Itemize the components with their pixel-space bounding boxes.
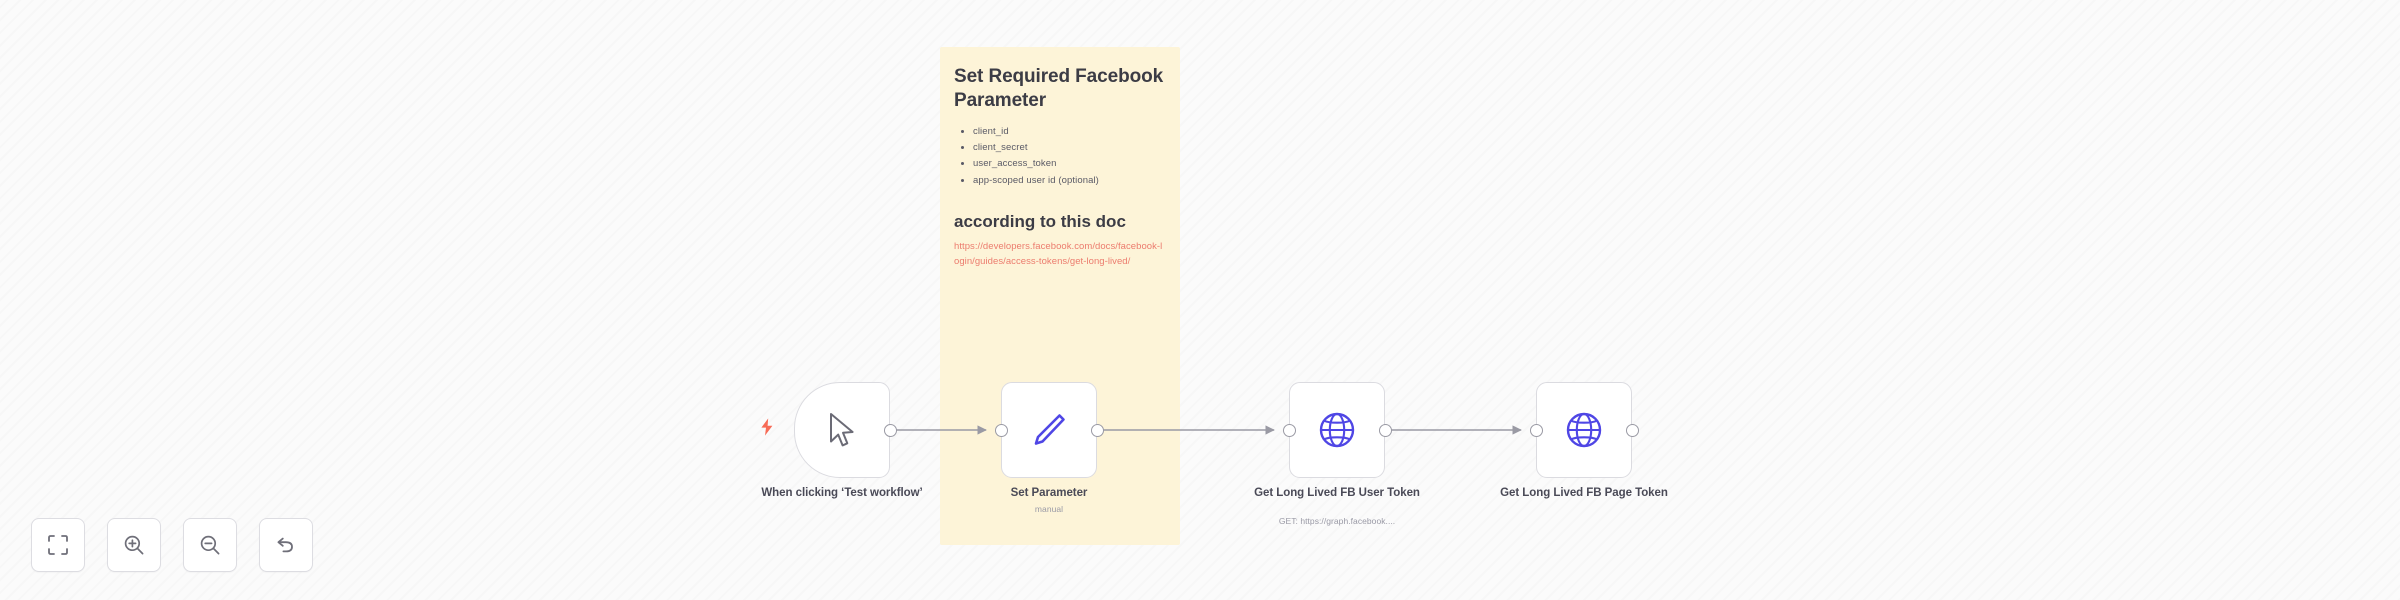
sticky-note-list-item: client_id <box>973 124 1166 140</box>
node-get-long-lived-fb-user-token[interactable]: Get Long Lived FB User Token GET: https:… <box>1254 382 1420 526</box>
node-output-port[interactable] <box>1625 423 1639 437</box>
sticky-note-list-item: app-scoped user id (optional) <box>973 173 1166 189</box>
node-output-port[interactable] <box>883 423 897 437</box>
node-label: Get Long Lived FB Page Token <box>1500 487 1668 499</box>
node-sublabel: GET: https://graph.facebook.... <box>1278 516 1396 526</box>
canvas-zoom-toolbar[interactable] <box>31 518 313 572</box>
fit-to-screen-icon <box>47 534 69 556</box>
node-input-port[interactable] <box>994 423 1008 437</box>
globe-icon <box>1317 410 1357 450</box>
lightning-bolt-icon <box>760 418 774 436</box>
sticky-note-list-item: user_access_token <box>973 156 1166 172</box>
node-output-port[interactable] <box>1378 423 1392 437</box>
zoom-out-icon <box>199 534 221 556</box>
node-body[interactable] <box>1536 382 1632 478</box>
sticky-note-list-item: client_secret <box>973 140 1166 156</box>
zoom-in-icon <box>123 534 145 556</box>
node-label: Set Parameter <box>1010 487 1088 499</box>
sticky-note-list: client_id client_secret user_access_toke… <box>954 124 1166 189</box>
reset-zoom-button[interactable] <box>259 518 313 572</box>
pencil-icon <box>1030 411 1068 449</box>
undo-arrow-icon <box>275 534 297 556</box>
sticky-note-subtitle: according to this doc <box>954 211 1126 231</box>
zoom-to-fit-button[interactable] <box>31 518 85 572</box>
zoom-in-button[interactable] <box>107 518 161 572</box>
node-label: Get Long Lived FB User Token <box>1254 487 1420 499</box>
node-label: When clicking ‘Test workflow’ <box>761 487 923 499</box>
cursor-pointer-icon <box>826 412 858 448</box>
node-body[interactable] <box>1289 382 1385 478</box>
globe-icon <box>1564 410 1604 450</box>
zoom-out-button[interactable] <box>183 518 237 572</box>
node-sublabel: manual <box>1034 504 1064 514</box>
sticky-note-title: Set Required Facebook Parameter <box>954 66 1164 112</box>
node-when-clicking-test-workflow[interactable]: When clicking ‘Test workflow’ <box>761 382 923 499</box>
node-set-parameter[interactable]: Set Parameter manual <box>994 382 1104 514</box>
node-body[interactable] <box>794 382 890 478</box>
node-input-port[interactable] <box>1282 423 1296 437</box>
node-body[interactable] <box>1001 382 1097 478</box>
sticky-note-doc-link[interactable]: https://developers.facebook.com/docs/fac… <box>954 241 1163 268</box>
node-input-port[interactable] <box>1529 423 1543 437</box>
node-output-port[interactable] <box>1090 423 1104 437</box>
node-get-long-lived-fb-page-token[interactable]: Get Long Lived FB Page Token <box>1500 382 1668 499</box>
